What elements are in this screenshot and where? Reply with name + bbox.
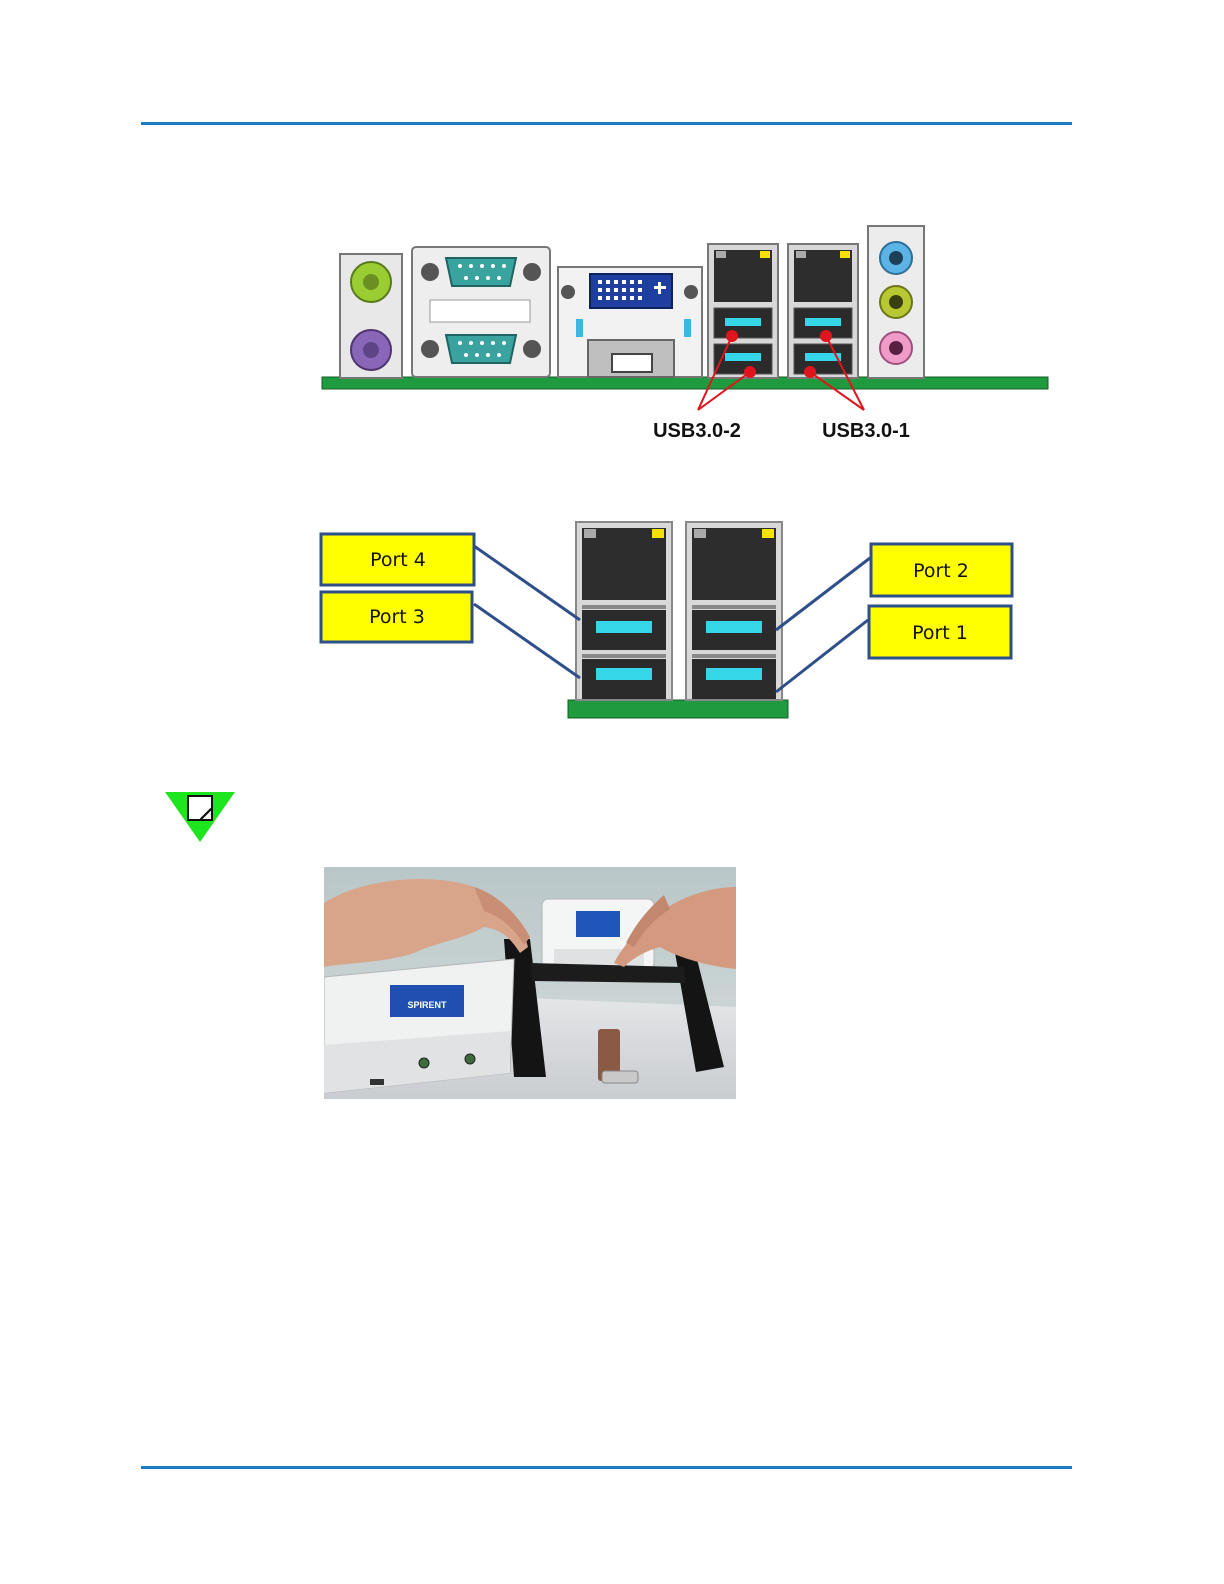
ps2-ports: [340, 254, 402, 378]
callout-port-2: Port 2: [871, 544, 1012, 596]
pcb-board: [322, 377, 1048, 389]
usb3-group-2-label: USB3.0-2: [653, 420, 741, 442]
serial-ports: [412, 247, 550, 377]
lan-usb-stack-2: [708, 244, 778, 378]
callout-port-1: Port 1: [869, 606, 1011, 658]
dvi-displayport-block: [558, 267, 702, 377]
usb-stack-left: [576, 522, 672, 700]
probe-box-front: SPIRENT: [324, 959, 514, 1093]
header-rule: [141, 122, 1072, 125]
callout-port-4: Port 4: [321, 534, 474, 585]
pcb-board: [568, 700, 788, 718]
note-icon: [163, 790, 237, 846]
probe-mounting-photo: SPIRENT: [324, 867, 736, 1099]
footer-rule: [141, 1466, 1072, 1469]
callout-port-1-label: Port 1: [912, 622, 968, 644]
rear-io-panel-diagram: USB3.0-2 USB3.0-1: [320, 222, 1052, 446]
callout-port-3: Port 3: [321, 592, 472, 642]
usb3-group-1-label: USB3.0-1: [822, 420, 910, 442]
spirent-logo-text: SPIRENT: [407, 1000, 447, 1010]
callout-port-3-label: Port 3: [369, 606, 425, 628]
usb-stack-right: [686, 522, 782, 700]
callout-port-2-label: Port 2: [913, 560, 969, 582]
callout-port-4-label: Port 4: [370, 549, 426, 571]
usb-port-numbering-diagram: Port 4 Port 3 Port 2 Port 1: [318, 520, 1018, 722]
audio-jacks: [868, 226, 924, 378]
lan-usb-stack-1: [788, 244, 858, 378]
